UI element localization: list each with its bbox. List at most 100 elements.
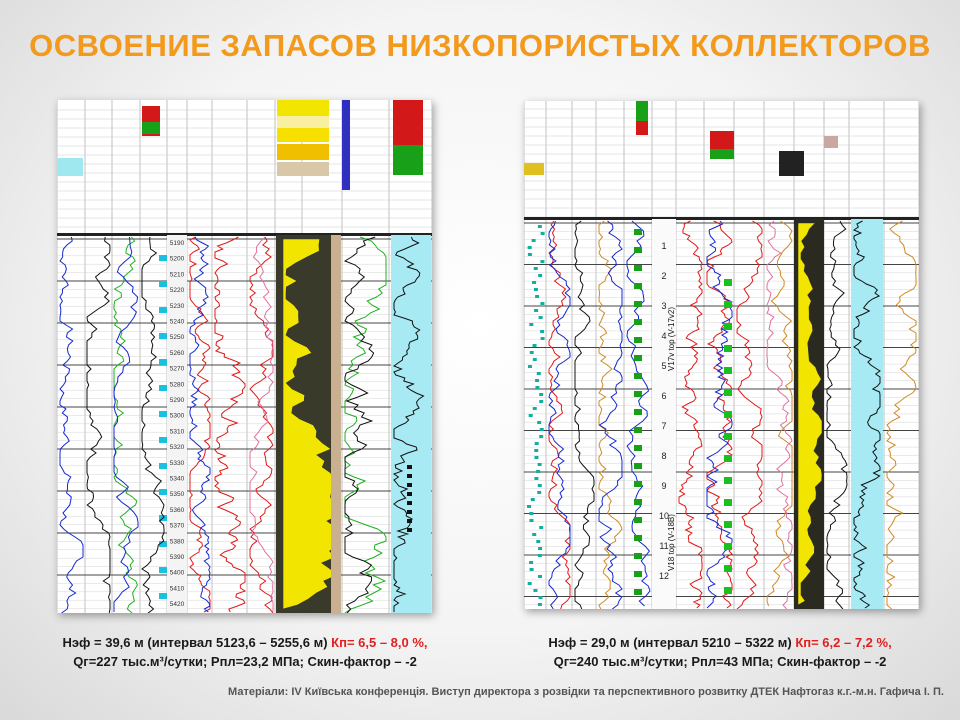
depth-label: 5210 [170,271,185,278]
orientation-mark [535,379,540,382]
header-legend-swatch [779,151,804,176]
header-legend-swatch [277,162,329,176]
zone-flag [634,301,642,307]
zone-flag [634,463,642,469]
orientation-mark [534,442,539,445]
zone-flag [634,265,642,271]
log-curve-hcgr-2 [113,236,139,612]
zone-flag [634,247,642,253]
perforation-marker [724,367,732,374]
orientation-mark [539,400,544,403]
zone-flag [634,283,642,289]
perforation-marker [724,499,732,506]
depth-track [167,235,187,613]
log-curve-hpk [86,236,111,613]
depth-label: 5270 [170,366,185,373]
orientation-mark [533,288,538,291]
well-log-left-figure: 5190520052105220523052405250526052705280… [57,100,432,613]
perforation-marker [407,483,412,487]
zone-flag [634,589,642,595]
depth-label: 5340 [170,476,185,483]
caption-left-line2: Qг=227 тыс.м³/сутки; Рпл=23,2 МПа; Скин-… [73,654,417,669]
orientation-mark [539,526,544,529]
orientation-mark [536,372,541,375]
zone-flag [634,409,642,415]
zone-track [652,219,676,609]
lithology-bound-water [331,235,341,613]
perforation-marker [724,521,732,528]
log-curve-hcal [548,220,571,609]
zone-label: 3 [661,301,666,311]
orientation-mark [532,344,537,347]
perforation-marker [724,279,732,286]
depth-label: 5220 [170,287,185,294]
caption-right-line1: Нэф = 29,0 м (интервал 5210 – 5322 м) Кп… [495,633,945,652]
log-curve-tnph [736,220,763,609]
lithology-flag [159,307,167,313]
zone-label: 1 [661,241,666,251]
zone-label: 10 [659,511,669,521]
caption-left-thickness: Нэф = 39,6 м (интервал 5123,6 – 5255,6 м… [62,635,332,650]
header-legend-swatch [393,100,423,145]
log-curve-gas [886,220,917,609]
orientation-mark [529,351,534,354]
zone-label: 5 [661,361,666,371]
lithology-flag [159,489,167,495]
depth-label: 5240 [170,319,185,326]
orientation-mark [538,274,543,277]
lithology-flag [159,437,167,443]
header-legend-swatch [824,136,838,148]
perforation-marker [724,323,732,330]
perforation-marker [407,465,412,469]
caption-left-well: Нэф = 39,6 м (интервал 5123,6 – 5255,6 м… [20,633,470,671]
perforation-marker [724,389,732,396]
log-curve-suwi [392,236,425,612]
perforation-marker [407,501,412,505]
header-legend-swatch [277,100,329,116]
orientation-mark [538,547,543,550]
orientation-mark [536,470,541,473]
log-curve-bs [59,236,84,613]
orientation-mark [527,582,532,585]
lithology-flag [159,255,167,261]
depth-label: 5390 [170,554,185,561]
header-legend-swatch [636,101,648,121]
lithology-flag [159,463,167,469]
log-curve-hdra-2 [189,236,211,613]
orientation-mark [527,246,532,249]
zone-label: 7 [661,421,666,431]
log-curve-hcgr-2 [598,220,623,609]
zone-flag [634,319,642,325]
formation-top-label: V17v top (V-17v2) [667,307,676,371]
caption-right-line2: Qг=240 тыс.м³/сутки; Рпл=43 МПа; Скин-фа… [553,654,887,669]
zone-flag [634,355,642,361]
depth-label: 5330 [170,460,185,467]
orientation-mark [535,295,540,298]
perforation-marker [407,474,412,478]
perforation-marker [724,587,732,594]
header-legend-swatch [710,149,734,159]
caption-right-porosity: Кп= 6,2 – 7,2 %, [795,635,892,650]
header-legend-swatch [277,116,329,128]
orientation-mark [538,316,543,319]
log-curve-hcgr [598,220,623,609]
zone-flag [634,499,642,505]
zone-label: 4 [661,331,666,341]
depth-label: 5420 [170,601,185,608]
slide-title: ОСВОЕНИЕ ЗАПАСОВ НИЗКОПОРИСТЫХ КОЛЛЕКТОР… [29,28,931,63]
perforation-marker [724,411,732,418]
perforation-marker [407,510,412,514]
zone-flag [634,553,642,559]
lithology-flag [159,333,167,339]
source-note: Матеріали: IV Київська конференція. Вист… [228,686,944,698]
log-curve-suwi [852,220,881,609]
perforation-marker [724,433,732,440]
perforation-marker [724,455,732,462]
orientation-mark [529,519,534,522]
orientation-mark [533,589,538,592]
orientation-mark [539,435,544,438]
log-curve-dtsh-2 [766,220,793,607]
orientation-mark [535,386,540,389]
depth-label: 5380 [170,538,185,545]
